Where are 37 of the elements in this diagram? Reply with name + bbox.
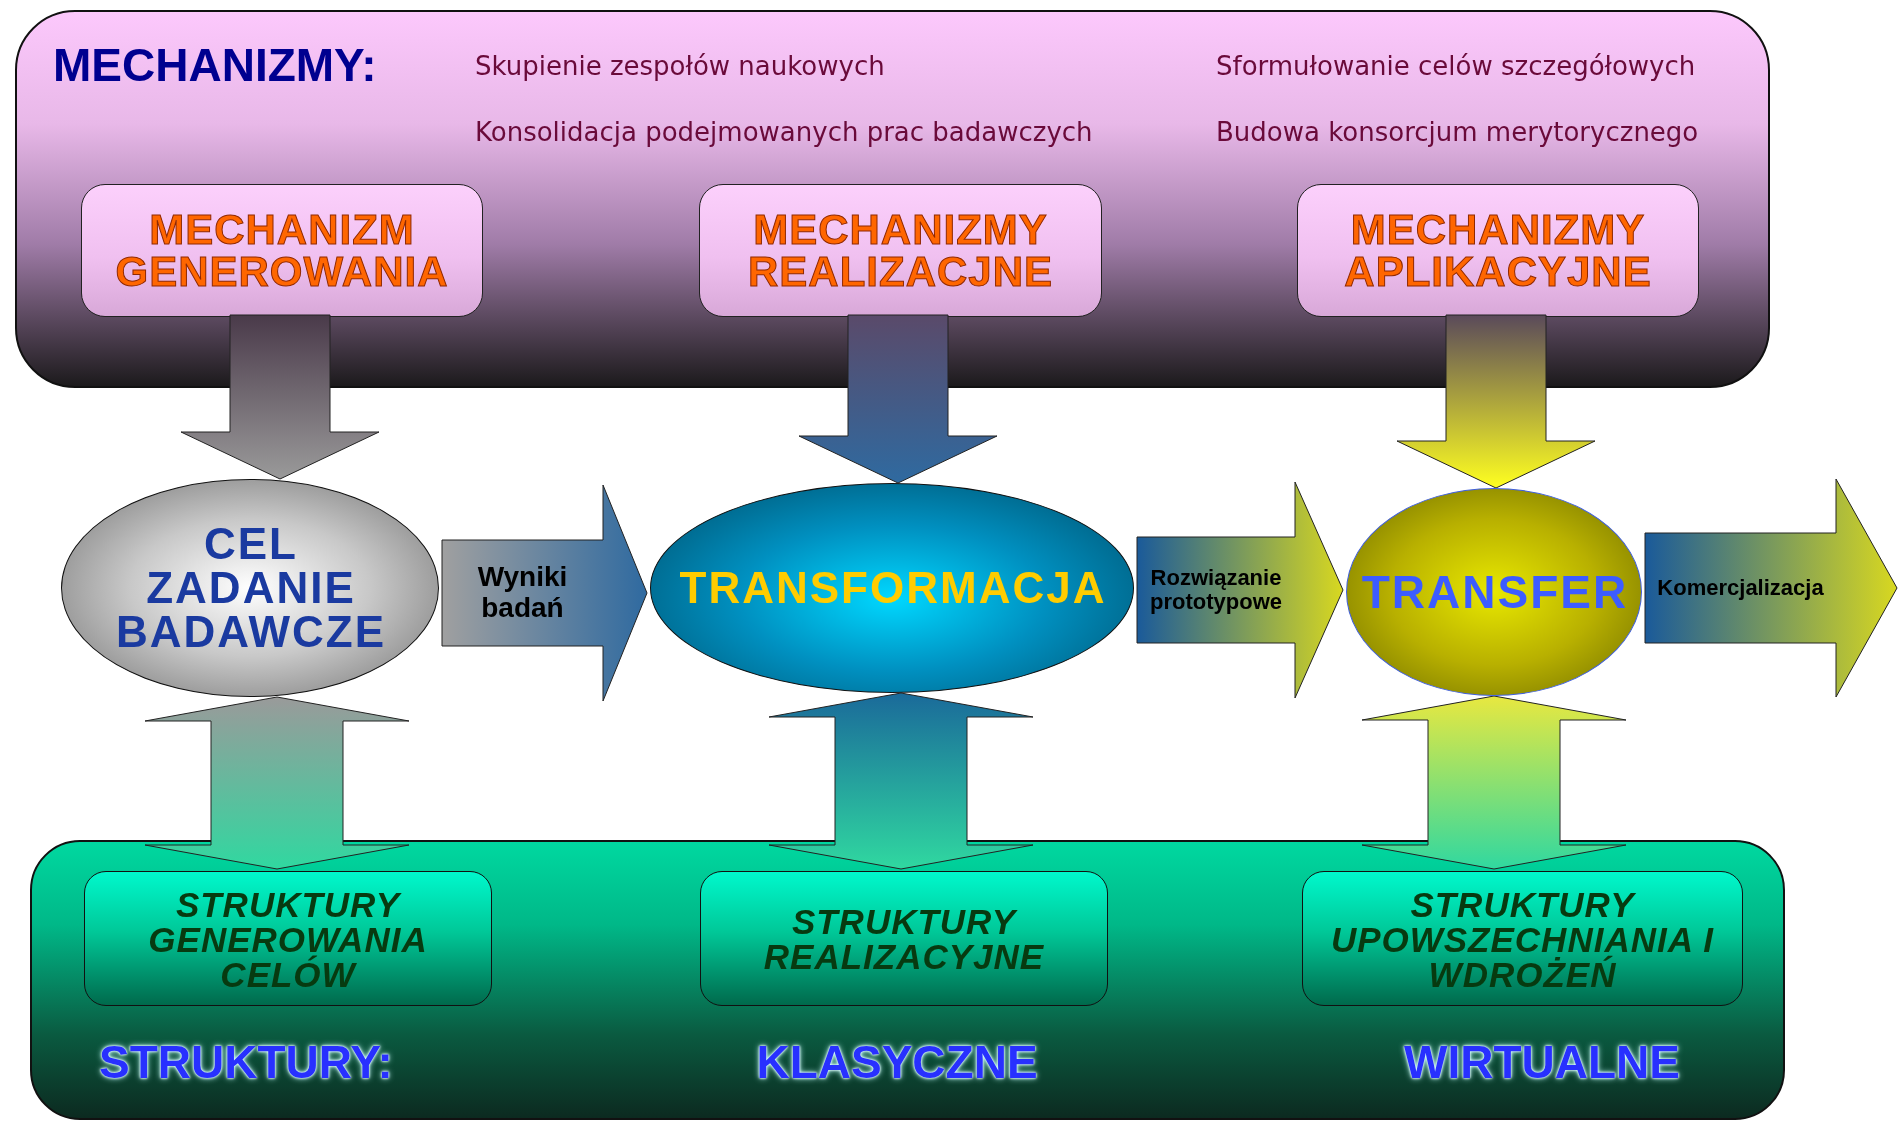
- double-block-arrow: [144, 696, 410, 870]
- structure-box: [1302, 871, 1743, 1006]
- box-label: STRUKTURY GENEROWANIA CELÓW: [147, 886, 429, 991]
- edge-label: Rozwiązanie prototypowe: [1149, 565, 1283, 615]
- block-arrow: [180, 314, 380, 480]
- ellipse-label: TRANSFORMACJA: [678, 566, 1108, 610]
- mechanism-item: Konsolidacja podejmowanych prac badawczych: [475, 117, 1093, 147]
- structure-box: [700, 871, 1108, 1006]
- box-label: MECHANIZMY REALIZACJNE: [747, 208, 1054, 293]
- block-arrow: [441, 484, 648, 702]
- ellipse-label: CEL ZADANIE BADAWCZE: [114, 522, 388, 654]
- mechanism-item: Budowa konsorcjum merytorycznego: [1216, 117, 1699, 147]
- double-block-arrow: [1361, 695, 1627, 870]
- mechanism-item: Skupienie zespołów naukowych: [475, 51, 885, 81]
- box-label: STRUKTURY UPOWSZECHNIANIA I WDROŻEŃ: [1329, 886, 1716, 991]
- section-heading: STRUKTURY:: [99, 1036, 393, 1088]
- edge-label: Wyniki badań: [476, 562, 569, 624]
- block-arrow: [1136, 481, 1344, 699]
- block-arrow: [798, 314, 998, 484]
- mechanism-item: Sformułowanie celów szczegółowych: [1216, 51, 1696, 81]
- structure-type-label: KLASYCZNE: [756, 1036, 1038, 1088]
- double-block-arrow: [768, 692, 1034, 870]
- mechanism-box: [699, 184, 1102, 317]
- structure-box: [84, 871, 492, 1006]
- box-label: STRUKTURY REALIZACYJNE: [762, 903, 1046, 974]
- structure-type-label: WIRTUALNE: [1404, 1036, 1680, 1088]
- mechanisms-panel: [15, 10, 1770, 388]
- mechanism-box: [1297, 184, 1699, 317]
- block-arrow: [1396, 314, 1596, 489]
- structures-panel: [30, 840, 1785, 1120]
- mechanism-box: [81, 184, 483, 317]
- section-heading: MECHANIZMY:: [53, 39, 377, 91]
- block-arrow: [1644, 478, 1898, 698]
- box-label: MECHANIZMY APLIKACYJNE: [1343, 208, 1653, 293]
- ellipse-label: TRANSFER: [1360, 569, 1630, 615]
- box-label: MECHANIZM GENEROWANIA: [114, 208, 450, 293]
- edge-label: Komercjalizacja: [1657, 575, 1824, 601]
